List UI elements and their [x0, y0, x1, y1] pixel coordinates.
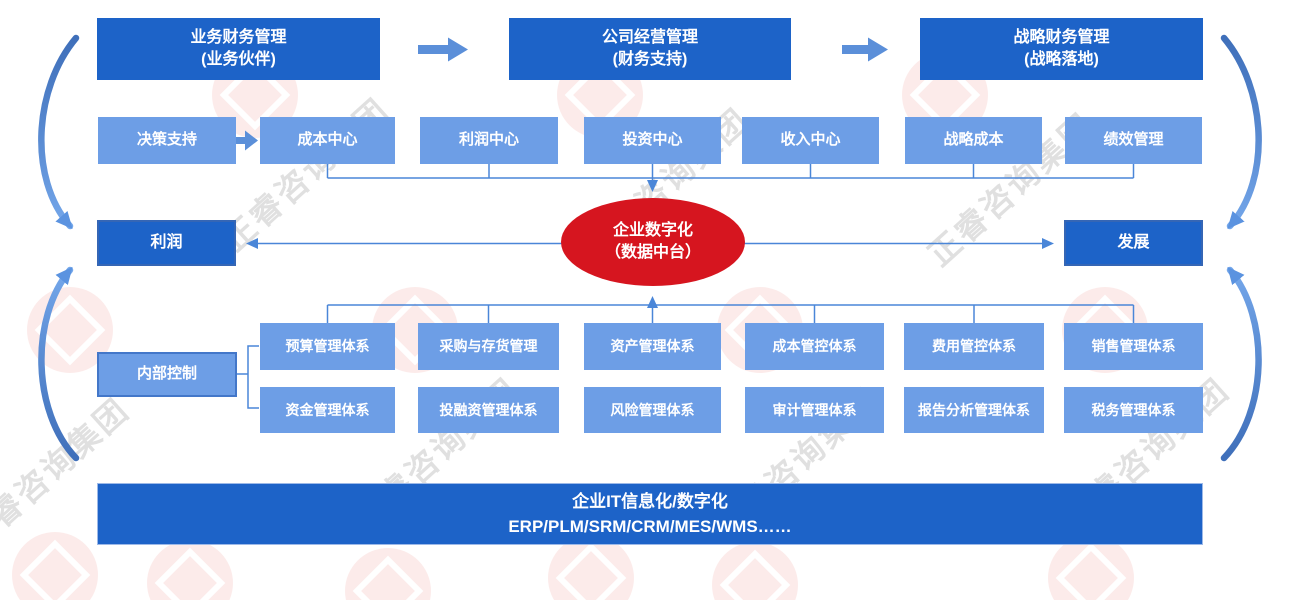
enterprise-it-bar: 企业IT信息化/数字化 ERP/PLM/SRM/CRM/MES/WMS……: [97, 483, 1203, 545]
node-strategic-cost: 战略成本: [905, 117, 1042, 164]
hub-label: 企业数字化: [612, 221, 693, 239]
node-development: 发展: [1064, 220, 1203, 266]
node-sublabel: (业务伙伴): [201, 51, 276, 68]
node-profit: 利润: [97, 220, 236, 266]
node-investment-financing-management-system: 投融资管理体系: [418, 387, 559, 433]
node-label: 发展: [1117, 234, 1150, 252]
right-bottom-curve-arrow: [1220, 266, 1262, 462]
node-risk-management-system: 风险管理体系: [584, 387, 721, 433]
node-sublabel: (战略落地): [1024, 51, 1099, 68]
node-label: 战略财务管理: [1013, 29, 1110, 47]
brand-logo-watermark: [147, 540, 233, 600]
brand-logo-watermark: [1048, 535, 1134, 600]
node-label: 决策支持: [136, 131, 197, 149]
node-sales-management-system: 销售管理体系: [1064, 323, 1203, 370]
internal-control-bracket: [237, 345, 259, 409]
node-cost-control-system: 成本管控体系: [745, 323, 884, 370]
hub-sublabel: （数据中台）: [604, 244, 701, 261]
node-profit-center: 利润中心: [420, 117, 558, 164]
it-bar-title: 企业IT信息化/数字化: [572, 491, 728, 511]
node-decision-support: 决策支持: [98, 117, 236, 164]
node-label: 报告分析管理体系: [918, 401, 1030, 418]
node-label: 投融资管理体系: [439, 401, 538, 418]
node-report-analysis-management-system: 报告分析管理体系: [904, 387, 1044, 433]
node-audit-management-system: 审计管理体系: [745, 387, 884, 433]
node-performance-management: 绩效管理: [1065, 117, 1202, 164]
node-label: 绩效管理: [1103, 131, 1164, 149]
node-label: 投资中心: [622, 131, 683, 149]
node-label: 成本管控体系: [772, 338, 857, 355]
node-label: 采购与存货管理: [439, 338, 538, 355]
node-label: 预算管理体系: [285, 338, 370, 355]
flow-arrow-icon: [842, 37, 888, 62]
node-internal-control: 内部控制: [97, 352, 237, 397]
node-strategic-finance-management: 战略财务管理 (战略落地): [920, 18, 1203, 80]
node-label: 资金管理体系: [285, 401, 370, 418]
node-label: 公司经营管理: [601, 29, 698, 47]
node-asset-management-system: 资产管理体系: [584, 323, 721, 370]
node-investment-center: 投资中心: [584, 117, 721, 164]
flow-arrow-icon: [231, 130, 258, 151]
node-label: 销售管理体系: [1091, 338, 1176, 355]
node-label: 内部控制: [136, 365, 197, 383]
node-procurement-inventory-management: 采购与存货管理: [418, 323, 559, 370]
node-company-operation-management: 公司经营管理 (财务支持): [509, 18, 791, 80]
node-label: 税务管理体系: [1091, 401, 1176, 418]
bottom-bus-lines: [326, 296, 1135, 323]
it-bar-systems: ERP/PLM/SRM/CRM/MES/WMS……: [508, 517, 792, 536]
node-expense-control-system: 费用管控体系: [904, 323, 1044, 370]
left-bottom-curve-arrow: [38, 266, 80, 462]
node-tax-management-system: 税务管理体系: [1064, 387, 1203, 433]
node-capital-management-system: 资金管理体系: [260, 387, 395, 433]
node-enterprise-digitalization-hub: 企业数字化 （数据中台）: [561, 198, 745, 286]
node-label: 利润: [150, 234, 183, 252]
node-business-finance-management: 业务财务管理 (业务伙伴): [97, 18, 380, 80]
node-label: 资产管理体系: [610, 338, 695, 355]
node-label: 费用管控体系: [932, 338, 1016, 355]
left-top-curve-arrow: [38, 34, 80, 230]
node-cost-center: 成本中心: [260, 117, 395, 164]
flow-arrow-icon: [418, 37, 468, 62]
node-budget-management-system: 预算管理体系: [260, 323, 395, 370]
node-label: 风险管理体系: [610, 401, 695, 418]
brand-logo-watermark: [548, 535, 634, 600]
node-sublabel: (财务支持): [612, 51, 688, 68]
node-label: 收入中心: [780, 131, 841, 149]
node-label: 利润中心: [458, 131, 519, 149]
top-bus-lines: [326, 164, 1135, 192]
node-label: 成本中心: [297, 131, 358, 149]
right-top-curve-arrow: [1220, 34, 1262, 230]
node-label: 战略成本: [943, 131, 1004, 149]
node-label: 业务财务管理: [190, 29, 287, 47]
node-label: 审计管理体系: [772, 401, 857, 418]
brand-logo-watermark: [12, 532, 98, 600]
node-revenue-center: 收入中心: [742, 117, 879, 164]
